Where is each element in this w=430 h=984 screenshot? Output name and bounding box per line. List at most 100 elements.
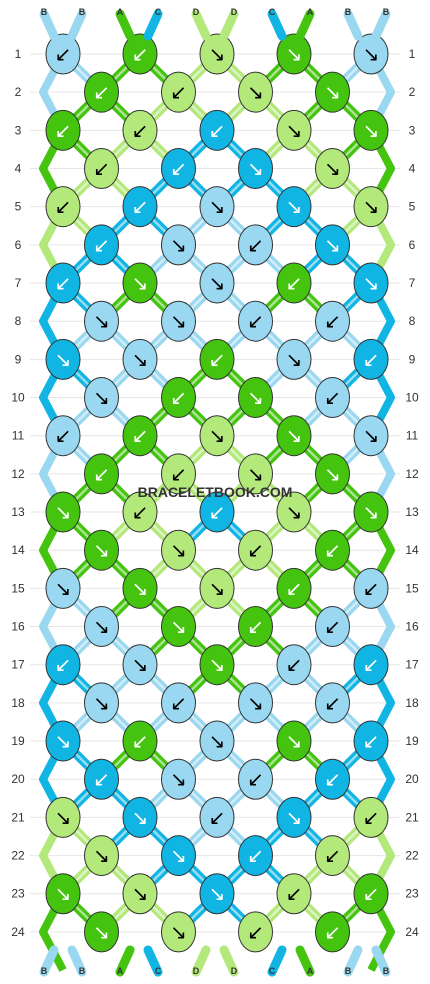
knot: ↘ <box>276 186 312 228</box>
knot-oval <box>238 529 273 571</box>
row-label-left: 19 <box>11 734 25 748</box>
knot-oval <box>161 911 196 953</box>
knot-oval <box>238 453 273 495</box>
knot-oval <box>199 338 235 380</box>
knot-oval <box>315 529 350 571</box>
knot-oval <box>122 186 158 228</box>
knot-direction-arrow: ↙ <box>324 691 341 715</box>
knot: ↙ <box>353 873 389 915</box>
knot-direction-arrow: ↘ <box>209 882 226 906</box>
knot-oval <box>238 682 273 724</box>
row-label-right: 16 <box>405 620 419 634</box>
knot-direction-arrow: ↘ <box>209 729 226 753</box>
strand-label-bottom: C <box>155 966 162 976</box>
knot: ↙ <box>45 109 81 151</box>
knot: ↙ <box>84 453 119 495</box>
strand-tail-top <box>295 9 315 41</box>
strand-label-top: A <box>117 7 124 17</box>
strand-tail-bottom <box>39 945 59 977</box>
knot-direction-arrow: ↙ <box>209 500 226 524</box>
knot-oval <box>276 109 312 151</box>
knot-oval <box>353 262 389 304</box>
knot: ↘ <box>315 224 350 266</box>
knot-oval <box>199 186 235 228</box>
knot-direction-arrow: ↘ <box>170 538 187 562</box>
knot-oval <box>45 644 81 686</box>
knot-direction-arrow: ↙ <box>170 462 187 486</box>
knot-oval <box>238 377 273 419</box>
knot-direction-arrow: ↘ <box>55 882 72 906</box>
row-label-left: 9 <box>15 352 22 366</box>
knot: ↙ <box>315 377 350 419</box>
knot-direction-arrow: ↘ <box>247 386 264 410</box>
strand-label-bottom: D <box>193 966 200 976</box>
strand-tail-top <box>191 9 211 41</box>
knot: ↘ <box>84 911 119 953</box>
knot: ↙ <box>199 796 235 838</box>
knot-direction-arrow: ↘ <box>209 653 226 677</box>
knot-direction-arrow: ↙ <box>324 615 341 639</box>
knot-direction-arrow: ↘ <box>93 615 110 639</box>
knot-oval <box>84 71 119 113</box>
knot-direction-arrow: ↙ <box>209 118 226 142</box>
knot-oval <box>353 338 389 380</box>
knot: ↘ <box>199 262 235 304</box>
knot: ↙ <box>353 567 389 609</box>
row-label-left: 17 <box>11 658 25 672</box>
knot-direction-arrow: ↙ <box>132 42 149 66</box>
knot-direction-arrow: ↘ <box>324 157 341 181</box>
knot-direction-arrow: ↘ <box>324 80 341 104</box>
knot-oval <box>45 186 81 228</box>
knot: ↘ <box>315 453 350 495</box>
row-label-right: 9 <box>409 352 416 366</box>
knot: ↙ <box>276 644 312 686</box>
knot: ↙ <box>276 567 312 609</box>
knot: ↘ <box>122 796 158 838</box>
knot-direction-arrow: ↘ <box>247 691 264 715</box>
row-label-right: 19 <box>405 734 419 748</box>
strand-tail-top <box>371 9 391 41</box>
strand-label-top: C <box>155 7 162 17</box>
knot-direction-arrow: ↘ <box>209 42 226 66</box>
row-label-right: 8 <box>409 314 416 328</box>
row-label-left: 20 <box>11 772 25 786</box>
knot-oval <box>276 796 312 838</box>
knot-oval <box>122 262 158 304</box>
knot: ↙ <box>122 186 158 228</box>
row-label-left: 1 <box>15 47 22 61</box>
knot: ↙ <box>45 33 81 75</box>
knot: ↘ <box>84 529 119 571</box>
knot: ↙ <box>84 71 119 113</box>
knot-oval <box>353 644 389 686</box>
strand-tail-bottom <box>371 945 391 977</box>
knot-oval <box>315 71 350 113</box>
knot: ↙ <box>45 644 81 686</box>
knot: ↘ <box>122 262 158 304</box>
knot-direction-arrow: ↘ <box>324 462 341 486</box>
knot-direction-arrow: ↙ <box>132 729 149 753</box>
knot-direction-arrow: ↘ <box>170 233 187 257</box>
knot-direction-arrow: ↙ <box>132 118 149 142</box>
knot-grid: ↙↙↘↘↘↙↙↘↘↙↙↙↘↘↙↙↘↘↙↙↘↘↘↙↘↙↘↙↘↘↙↘↘↘↙↙↘↘↙↘… <box>45 33 389 953</box>
knot: ↙ <box>238 300 273 342</box>
knot: ↘ <box>45 567 81 609</box>
knot: ↘ <box>161 835 196 877</box>
knot-oval <box>353 720 389 762</box>
row-label-right: 17 <box>405 658 419 672</box>
knot-oval <box>276 644 312 686</box>
strand-label-top: B <box>79 7 86 17</box>
knot: ↘ <box>45 720 81 762</box>
knot: ↙ <box>122 33 158 75</box>
knot: ↙ <box>315 835 350 877</box>
knot-oval <box>84 453 119 495</box>
knot-direction-arrow: ↘ <box>286 42 303 66</box>
knot: ↘ <box>161 300 196 342</box>
knot-direction-arrow: ↙ <box>55 195 72 219</box>
knot-direction-arrow: ↙ <box>55 118 72 142</box>
knot: ↘ <box>238 453 273 495</box>
knot: ↙ <box>315 529 350 571</box>
strand-tail-top <box>39 9 59 41</box>
knot: ↙ <box>161 148 196 190</box>
knot: ↙ <box>353 338 389 380</box>
knot-oval <box>45 491 81 533</box>
